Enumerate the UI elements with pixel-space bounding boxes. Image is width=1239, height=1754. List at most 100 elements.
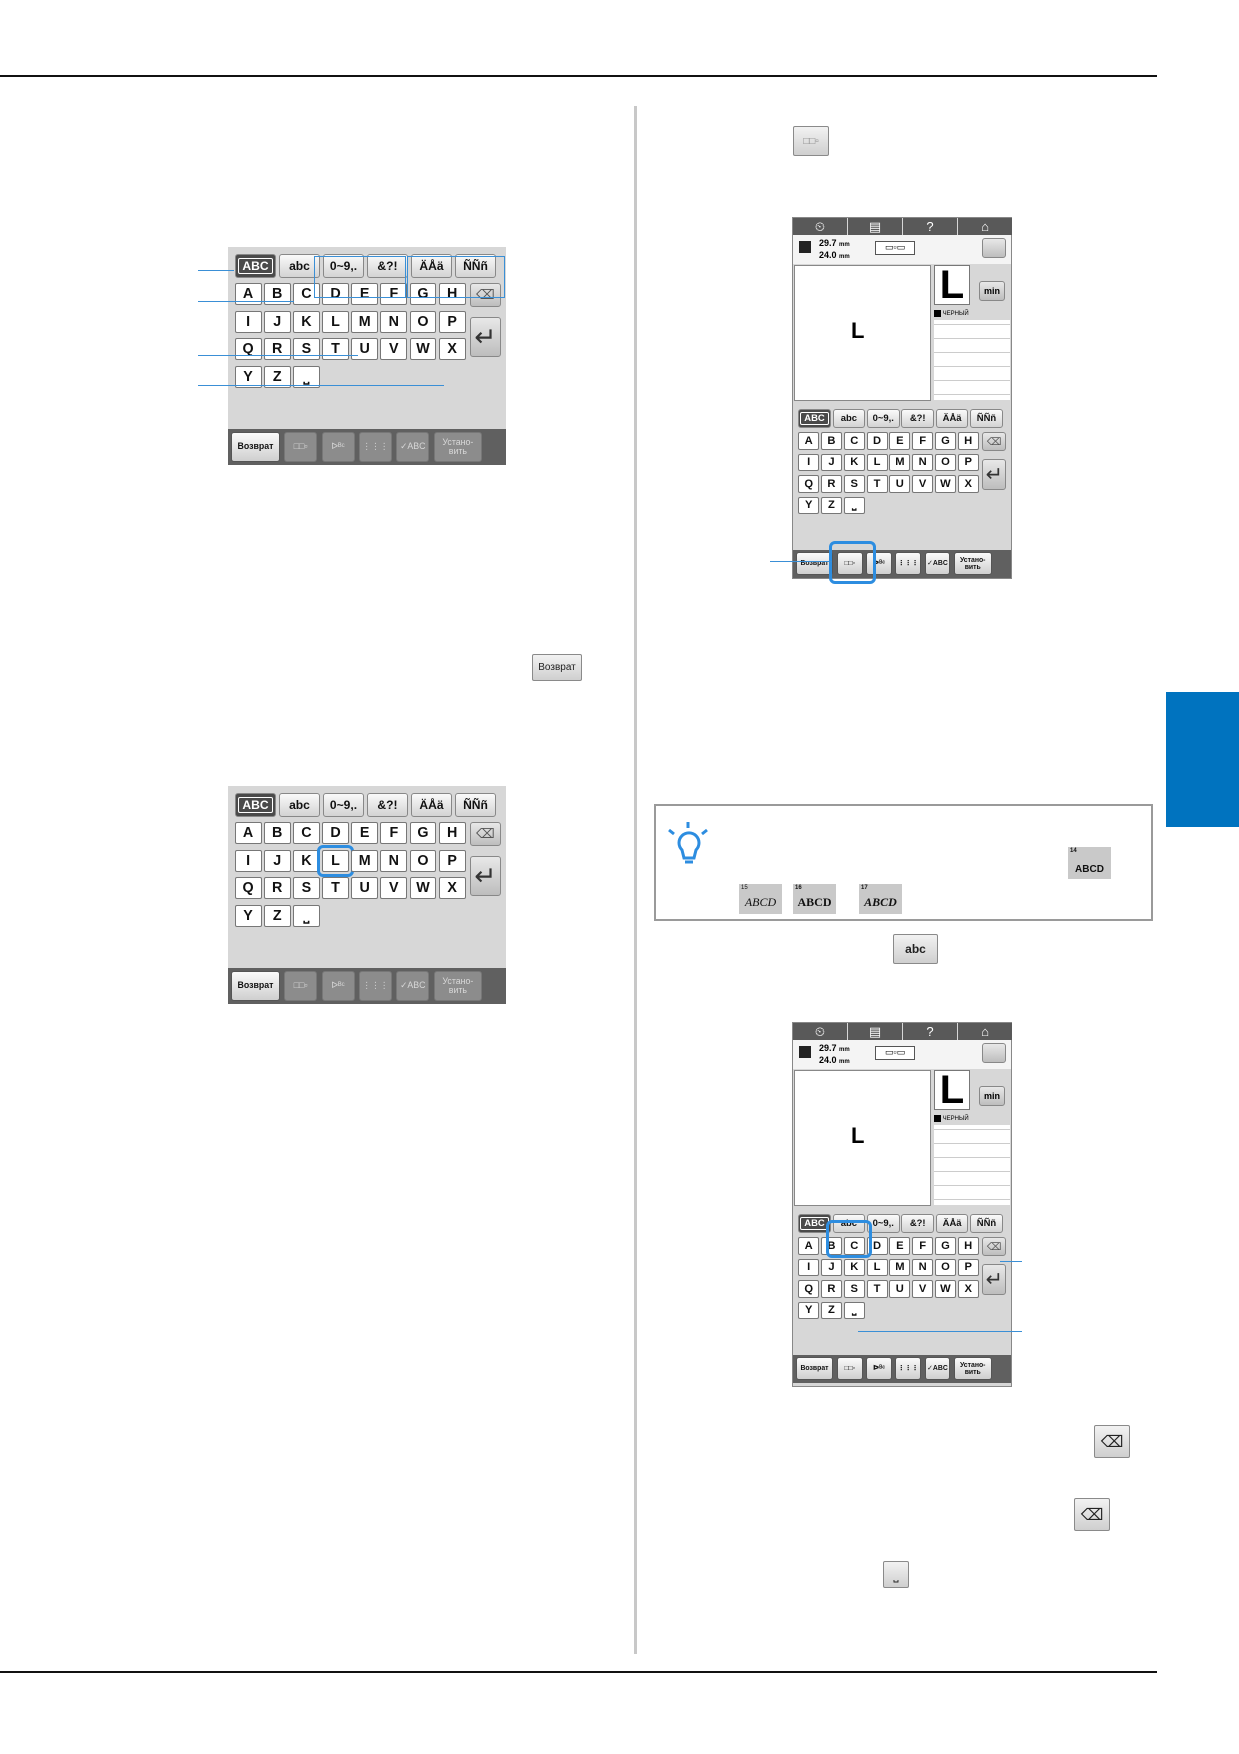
mode-button-3[interactable]: &?! — [901, 1214, 935, 1234]
key-Z[interactable]: Z — [263, 904, 291, 927]
check-button[interactable]: ✓ABC — [924, 552, 951, 576]
screen-tab-1[interactable]: ▤ — [848, 1023, 902, 1040]
key-S[interactable]: S — [292, 338, 320, 361]
key-P[interactable]: P — [438, 849, 466, 872]
mode-button-4[interactable]: ÄÅä — [935, 1214, 969, 1234]
key-D[interactable]: D — [322, 283, 349, 306]
enter-button[interactable]: ↵ — [982, 1264, 1007, 1295]
key-K[interactable]: K — [843, 1258, 865, 1277]
mode-button-4[interactable]: ÄÅä — [935, 409, 969, 429]
key-F[interactable]: F — [912, 432, 934, 450]
key-C[interactable]: C — [292, 283, 320, 306]
key-S[interactable]: S — [292, 877, 320, 900]
key-L[interactable]: L — [322, 849, 349, 872]
spacing-button[interactable]: ⋮⋮⋮ — [358, 971, 392, 1001]
key-R[interactable]: R — [263, 877, 291, 900]
key-space[interactable]: ⎵ — [843, 496, 865, 515]
min-button[interactable]: min — [979, 1086, 1005, 1106]
key-R[interactable]: R — [263, 338, 291, 361]
check-button[interactable]: ✓ABC — [396, 971, 430, 1001]
set-button[interactable]: Устано- вить — [433, 971, 483, 1001]
key-space[interactable]: ⎵ — [292, 904, 320, 927]
screen-tab-0[interactable]: ⏲ — [793, 218, 847, 235]
layout-button[interactable] — [982, 1043, 1006, 1063]
key-B[interactable]: B — [263, 822, 291, 845]
mode-button-0[interactable]: ABC — [798, 409, 831, 429]
key-R[interactable]: R — [820, 1280, 842, 1298]
key-W[interactable]: W — [409, 338, 437, 361]
mode-button-4[interactable]: ÄÅä — [410, 253, 453, 278]
layout-button[interactable] — [982, 238, 1006, 258]
spacing-button[interactable]: ⋮⋮⋮ — [358, 432, 392, 462]
key-P[interactable]: P — [957, 453, 979, 472]
back-button[interactable]: Возврат — [231, 971, 280, 1001]
key-E[interactable]: E — [889, 1237, 911, 1255]
key-U[interactable]: U — [351, 338, 379, 361]
key-H[interactable]: H — [438, 283, 466, 306]
key-T[interactable]: T — [322, 338, 349, 361]
mode-button-5[interactable]: ÑÑñ — [454, 792, 497, 817]
key-L[interactable]: L — [866, 1258, 888, 1277]
key-K[interactable]: K — [292, 849, 320, 872]
screen-tab-0[interactable]: ⏲ — [793, 1023, 847, 1040]
key-L[interactable]: L — [866, 453, 888, 472]
mode-button-2[interactable]: 0~9,. — [322, 792, 365, 817]
screen-tab-3[interactable]: ⌂ — [958, 218, 1012, 235]
key-Y[interactable]: Y — [798, 1301, 820, 1320]
arc-button[interactable]: ᐅᴮᶜ — [321, 971, 355, 1001]
mode-button-0[interactable]: ABC — [234, 792, 277, 817]
key-Q[interactable]: Q — [798, 475, 820, 493]
font-type-button[interactable]: □□▫ — [836, 1357, 863, 1381]
key-B[interactable]: B — [820, 432, 842, 450]
key-N[interactable]: N — [912, 1258, 934, 1277]
key-space[interactable]: ⎵ — [843, 1301, 865, 1320]
key-X[interactable]: X — [957, 1280, 979, 1298]
key-D[interactable]: D — [322, 822, 349, 845]
key-A[interactable]: A — [798, 1237, 820, 1255]
key-Y[interactable]: Y — [234, 904, 262, 927]
arc-button[interactable]: ᐅᴮᶜ — [866, 1357, 892, 1381]
font-type-button[interactable]: □□▫ — [836, 552, 863, 576]
key-T[interactable]: T — [866, 475, 888, 493]
key-X[interactable]: X — [957, 475, 979, 493]
key-D[interactable]: D — [866, 432, 888, 450]
key-Y[interactable]: Y — [234, 365, 262, 388]
mode-button-0[interactable]: ABC — [234, 253, 277, 278]
key-X[interactable]: X — [438, 338, 466, 361]
enter-button[interactable]: ↵ — [982, 459, 1007, 490]
key-K[interactable]: K — [292, 310, 320, 333]
key-T[interactable]: T — [322, 877, 349, 900]
key-H[interactable]: H — [957, 432, 979, 450]
mode-button-1[interactable]: abc — [278, 792, 321, 817]
key-M[interactable]: M — [351, 849, 379, 872]
key-J[interactable]: J — [820, 1258, 842, 1277]
key-G[interactable]: G — [409, 283, 437, 306]
mode-button-2[interactable]: 0~9,. — [322, 253, 365, 278]
key-W[interactable]: W — [934, 1280, 956, 1298]
delete-button[interactable]: ⌫ — [470, 283, 501, 308]
back-button[interactable]: Возврат — [795, 552, 834, 576]
key-M[interactable]: M — [889, 453, 911, 472]
key-C[interactable]: C — [292, 822, 320, 845]
mode-button-1[interactable]: abc — [278, 253, 321, 278]
key-J[interactable]: J — [263, 849, 291, 872]
key-N[interactable]: N — [912, 453, 934, 472]
key-U[interactable]: U — [889, 475, 911, 493]
mode-button-2[interactable]: 0~9,. — [866, 409, 900, 429]
enter-button[interactable]: ↵ — [470, 856, 501, 896]
key-O[interactable]: O — [409, 849, 437, 872]
delete-button[interactable]: ⌫ — [982, 432, 1007, 452]
key-J[interactable]: J — [820, 453, 842, 472]
mode-button-1[interactable]: abc — [832, 1214, 866, 1234]
key-S[interactable]: S — [843, 475, 865, 493]
back-button[interactable]: Возврат — [231, 432, 280, 462]
mode-button-3[interactable]: &?! — [901, 409, 935, 429]
key-N[interactable]: N — [380, 849, 408, 872]
key-F[interactable]: F — [380, 822, 408, 845]
key-H[interactable]: H — [957, 1237, 979, 1255]
mode-button-4[interactable]: ÄÅä — [410, 792, 453, 817]
mode-button-5[interactable]: ÑÑñ — [454, 253, 497, 278]
delete-button[interactable]: ⌫ — [982, 1237, 1007, 1257]
arc-button[interactable]: ᐅᴮᶜ — [321, 432, 355, 462]
key-T[interactable]: T — [866, 1280, 888, 1298]
